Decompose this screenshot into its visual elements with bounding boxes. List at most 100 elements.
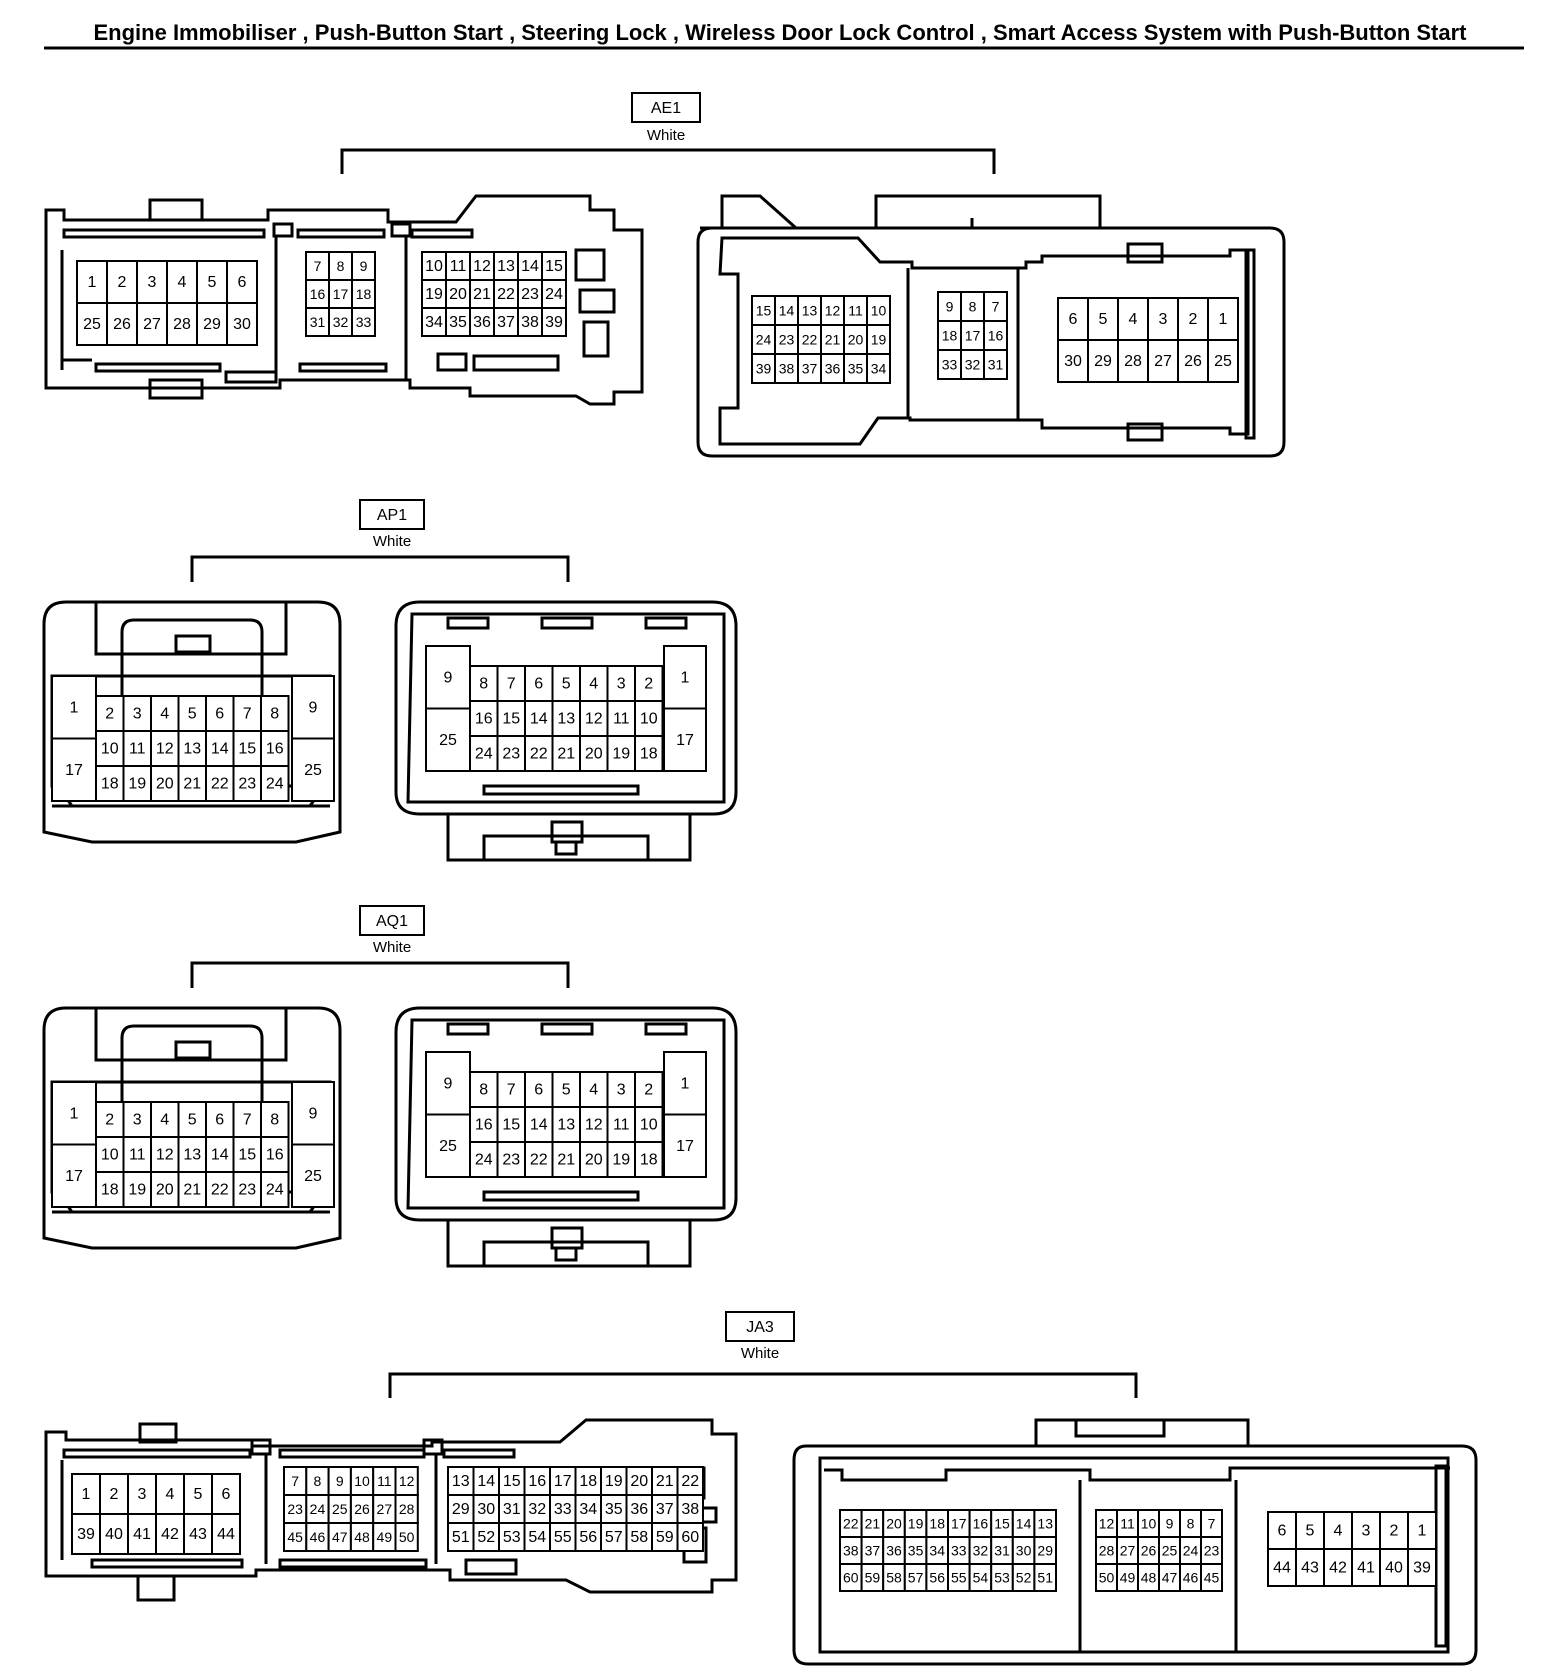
pin-number: 24 [310, 1501, 326, 1517]
pin-cell [606, 700, 636, 737]
pin-number: 4 [1129, 311, 1138, 328]
pin-number: 8 [270, 706, 279, 723]
pin-number: 6 [1278, 1523, 1287, 1540]
pin-number: 50 [1099, 1570, 1115, 1586]
pin-number: 25 [304, 1168, 322, 1185]
pin-cell [421, 279, 447, 309]
pin-number: 33 [356, 314, 372, 330]
pin-cell [205, 765, 235, 802]
pin-number: 32 [528, 1501, 546, 1518]
pin-number: 2 [105, 706, 114, 723]
pin-cell [177, 765, 207, 802]
pin-number: 11 [613, 711, 630, 728]
pin-cell [472, 1522, 500, 1552]
pin-cell [549, 1494, 577, 1524]
pin-number: 16 [988, 328, 1004, 344]
pin-cell [260, 695, 290, 732]
pin-number: 23 [238, 776, 256, 793]
pin-number: 25 [439, 1138, 457, 1155]
pin-number: 5 [562, 1082, 571, 1099]
pin-number: 40 [105, 1526, 123, 1543]
pin-number: 23 [502, 746, 520, 763]
pin-cell [551, 1106, 581, 1143]
pin-number: 24 [756, 332, 772, 348]
pin-cell [469, 665, 499, 702]
pin-number: 18 [640, 1152, 658, 1169]
pin-number: 22 [530, 1152, 548, 1169]
pin-cell [634, 735, 664, 772]
pin-number: 23 [779, 332, 795, 348]
pin-number: 37 [802, 361, 818, 377]
pin-number: 2 [118, 274, 127, 291]
pin-cell [1379, 1548, 1409, 1587]
pin-number: 9 [946, 299, 954, 315]
pin-cell [517, 251, 543, 281]
pin-number: 7 [243, 706, 252, 723]
pin-number: 11 [450, 258, 467, 275]
pin-number: 13 [497, 258, 515, 275]
pin-number: 17 [965, 328, 981, 344]
pin-number: 52 [477, 1529, 495, 1546]
pin-number: 26 [1184, 353, 1202, 370]
pin-number: 21 [557, 1152, 575, 1169]
pin-number: 57 [605, 1529, 623, 1546]
pin-number: 27 [1154, 353, 1172, 370]
pin-number: 37 [656, 1501, 674, 1518]
pin-number: 19 [908, 1516, 924, 1532]
pin-number: 19 [612, 746, 630, 763]
pin-number: 18 [356, 286, 372, 302]
pin-number: 49 [1120, 1570, 1136, 1586]
pin-cell [523, 1522, 551, 1552]
pin-number: 15 [756, 303, 772, 319]
connector-ae1-label-box [631, 92, 701, 123]
pin-number: 27 [143, 316, 161, 333]
pin-number: 43 [1301, 1560, 1319, 1577]
pin-number: 31 [310, 314, 326, 330]
pin-cell [496, 1106, 526, 1143]
pin-number: 17 [951, 1516, 967, 1532]
pin-number: 33 [554, 1501, 572, 1518]
pin-number: 33 [942, 357, 958, 373]
pin-number: 21 [473, 286, 491, 303]
pin-number: 30 [233, 316, 251, 333]
pin-number: 11 [848, 303, 863, 319]
pin-number: 10 [640, 711, 658, 728]
pin-number: 36 [825, 361, 841, 377]
pin-cell [260, 1136, 290, 1173]
pin-number: 12 [585, 711, 603, 728]
pin-cell [663, 1113, 707, 1178]
page-title: Engine Immobiliser , Push-Button Start ,… [94, 20, 1468, 45]
pin-number: 43 [189, 1526, 207, 1543]
pin-cell [205, 1171, 235, 1208]
pin-cell [676, 1522, 704, 1552]
pin-cell [606, 665, 636, 702]
pin-number: 11 [129, 1147, 146, 1164]
pin-number: 48 [354, 1529, 370, 1545]
pin-cell [425, 1051, 471, 1116]
pin-cell [150, 1136, 180, 1173]
pin-number: 25 [1214, 353, 1232, 370]
pin-number: 60 [843, 1570, 859, 1586]
pin-number: 42 [1329, 1560, 1347, 1577]
pin-number: 1 [681, 669, 690, 686]
pin-number: 13 [452, 1473, 470, 1490]
pin-number: 21 [183, 1182, 201, 1199]
pin-number: 16 [973, 1516, 989, 1532]
pin-number: 6 [215, 706, 224, 723]
connector-ja3-color: White [741, 1345, 779, 1362]
pin-cell [1033, 1563, 1058, 1592]
pin-cell [260, 765, 290, 802]
pin-number: 19 [605, 1473, 623, 1490]
pin-cell [51, 1081, 97, 1146]
pin-number: 5 [1099, 311, 1108, 328]
pin-number: 23 [287, 1501, 303, 1517]
pin-number: 23 [238, 1182, 256, 1199]
connector-aq1-bracket [190, 961, 570, 988]
pin-number: 11 [377, 1473, 392, 1489]
pin-cell [634, 1106, 664, 1143]
